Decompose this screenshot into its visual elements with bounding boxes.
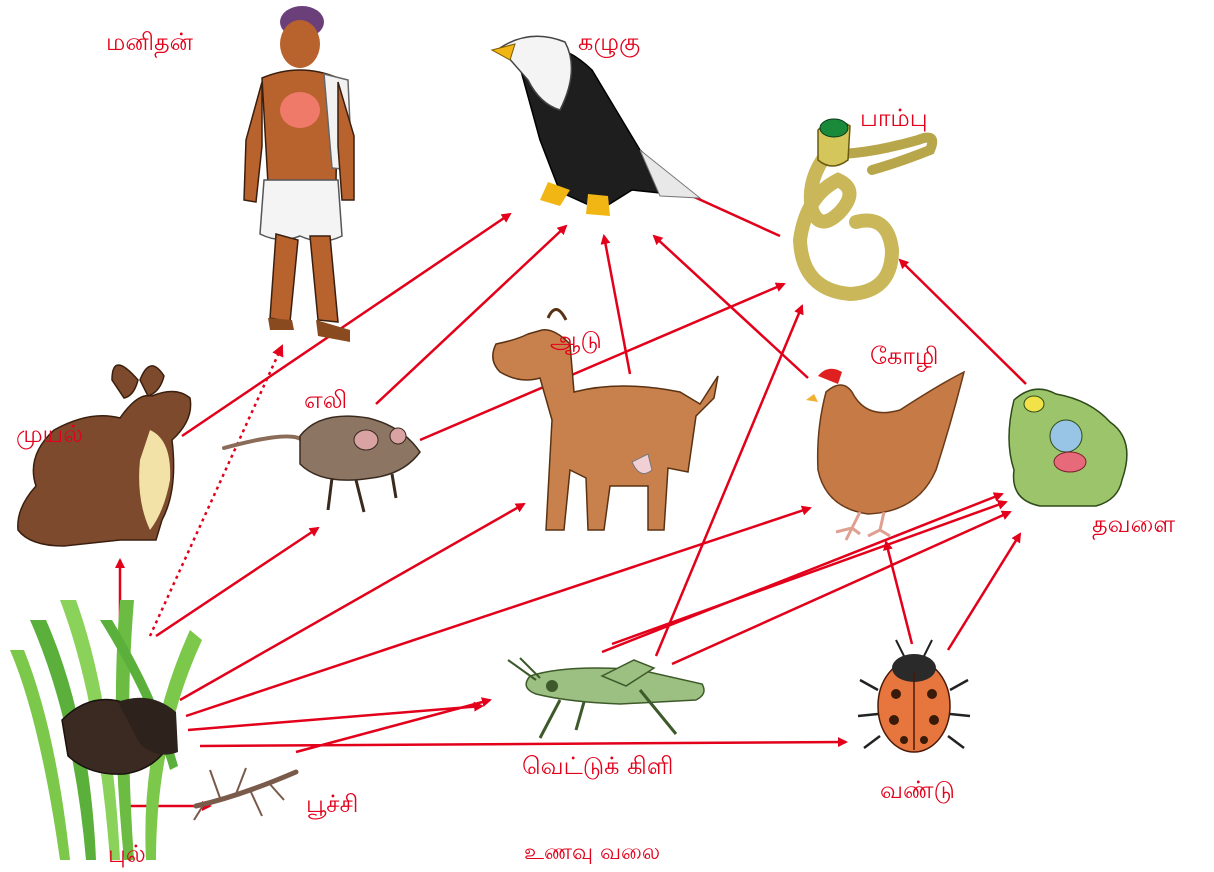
- arrow-grasshopper-to-frog: [672, 512, 1010, 664]
- label-insect: பூச்சி: [306, 792, 358, 816]
- label-human: மனிதன்: [106, 30, 193, 54]
- eagle-illustration: [492, 36, 700, 216]
- goat-illustration: [493, 309, 718, 530]
- label-hen: கோழி: [870, 344, 939, 368]
- label-goat: ஆடு: [550, 328, 602, 352]
- label-eagle: கழுகு: [578, 30, 640, 54]
- arrow-grass-to-grasshopper: [188, 706, 482, 730]
- arrow-grasshopper-to-snake: [656, 306, 802, 656]
- diagram-title: உணவு வலை: [524, 842, 660, 864]
- arrow-grass-to-goat: [180, 504, 524, 700]
- arrow-grass-to-beetle: [200, 742, 846, 746]
- hen-illustration: [806, 369, 964, 540]
- human-illustration: [244, 6, 354, 342]
- arrow-grass-to-rat: [156, 528, 318, 636]
- rat-illustration: [224, 416, 420, 512]
- label-frog: தவளை: [1092, 512, 1175, 536]
- label-grasshopper: வெட்டுக் கிளி: [522, 754, 673, 778]
- label-snake: பாம்பு: [860, 106, 928, 130]
- arrow-hen-to-eagle: [654, 236, 808, 378]
- arrow-goat-to-eagle: [604, 236, 630, 374]
- stick-insect-illustration: [194, 768, 296, 820]
- arrow-beetle-to-frog: [948, 534, 1020, 650]
- frog-illustration: [1009, 389, 1127, 506]
- cobra-illustration: [800, 119, 932, 294]
- label-rat: எலி: [304, 388, 347, 412]
- grass-illustration: [10, 600, 202, 860]
- arrow-grass-to-hen: [186, 508, 810, 716]
- label-rabbit: முயல்: [16, 422, 83, 446]
- rabbit-illustration: [18, 365, 191, 546]
- grasshopper-illustration: [508, 658, 704, 738]
- arrow-insect-to-frog: [612, 502, 1006, 644]
- label-grass: புல்: [108, 842, 146, 866]
- label-beetle: வண்டு: [880, 778, 955, 802]
- ladybird-illustration: [858, 640, 970, 752]
